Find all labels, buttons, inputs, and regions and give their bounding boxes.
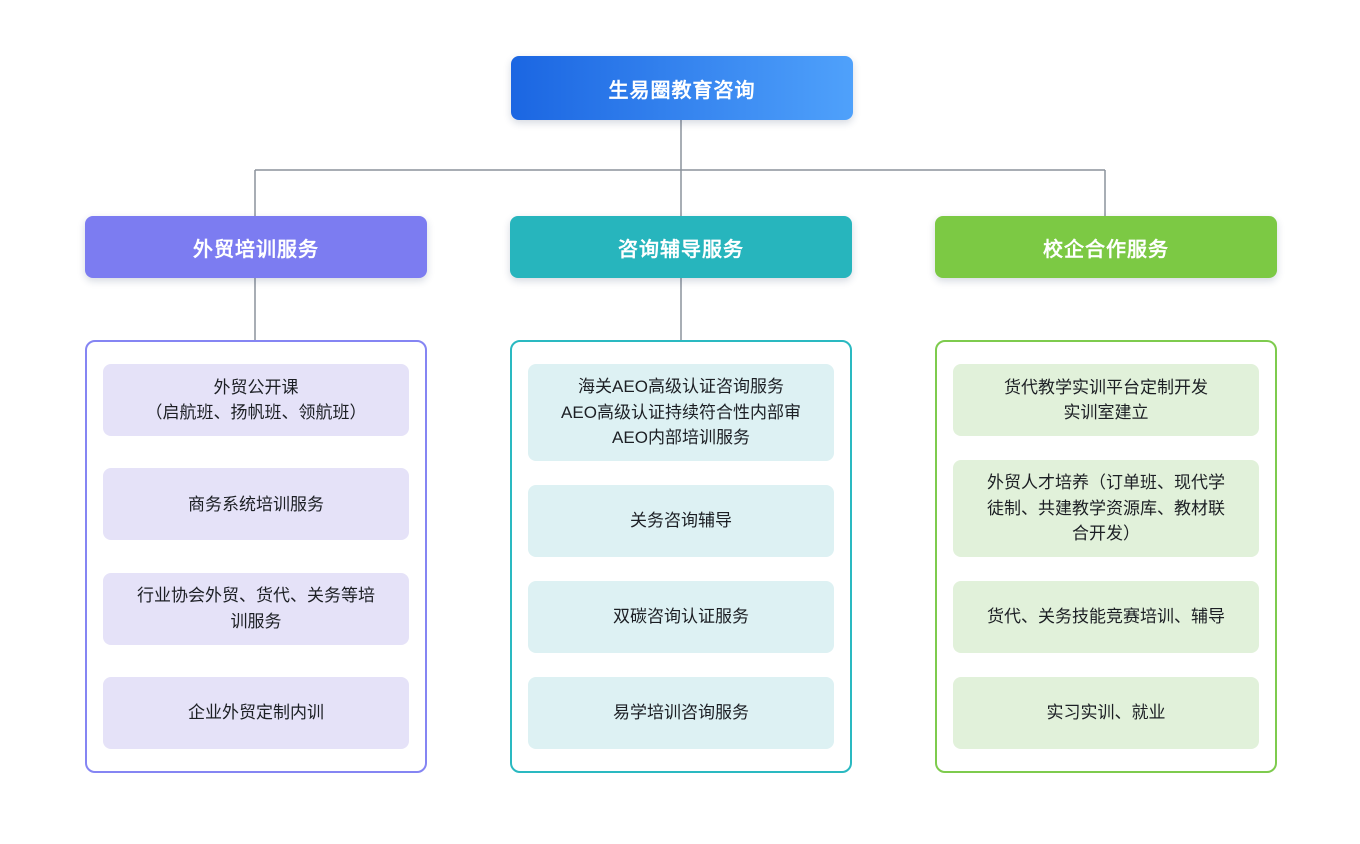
branch-container-foreign-trade-training: 外贸公开课 （启航班、扬帆班、领航班） 商务系统培训服务 行业协会外贸、货代、关… xyxy=(85,340,427,773)
branch-container-consulting-coaching: 海关AEO高级认证咨询服务 AEO高级认证持续符合性内部审 AEO内部培训服务 … xyxy=(510,340,852,773)
service-item: 行业协会外贸、货代、关务等培训服务 xyxy=(103,572,409,645)
branch-header-school-enterprise-cooperation: 校企合作服务 xyxy=(935,216,1277,278)
branch-header-label: 外贸培训服务 xyxy=(193,238,319,261)
branch-header-foreign-trade-training: 外贸培训服务 xyxy=(85,216,427,278)
service-item: 外贸公开课 （启航班、扬帆班、领航班） xyxy=(103,364,409,436)
service-item: 货代、关务技能竞赛培训、辅导 xyxy=(953,580,1259,653)
root-node-label: 生易圈教育咨询 xyxy=(608,79,756,102)
branch-container-school-enterprise-cooperation: 货代教学实训平台定制开发 实训室建立 外贸人才培养（订单班、现代学徒制、共建教学… xyxy=(935,340,1277,773)
branch-header-label: 咨询辅导服务 xyxy=(618,238,744,261)
service-item: 实习实训、就业 xyxy=(953,676,1259,749)
branch-header-consulting-coaching: 咨询辅导服务 xyxy=(510,216,852,278)
service-item: 关务咨询辅导 xyxy=(528,484,834,557)
service-item: 货代教学实训平台定制开发 实训室建立 xyxy=(953,364,1259,436)
service-item: 易学培训咨询服务 xyxy=(528,676,834,749)
root-node: 生易圈教育咨询 xyxy=(511,56,853,120)
service-item: 企业外贸定制内训 xyxy=(103,676,409,749)
service-item: 外贸人才培养（订单班、现代学徒制、共建教学资源库、教材联合开发） xyxy=(953,460,1259,557)
branch-header-label: 校企合作服务 xyxy=(1043,238,1169,261)
service-item: 双碳咨询认证服务 xyxy=(528,580,834,653)
service-item: 商务系统培训服务 xyxy=(103,468,409,541)
service-item: 海关AEO高级认证咨询服务 AEO高级认证持续符合性内部审 AEO内部培训服务 xyxy=(528,364,834,461)
